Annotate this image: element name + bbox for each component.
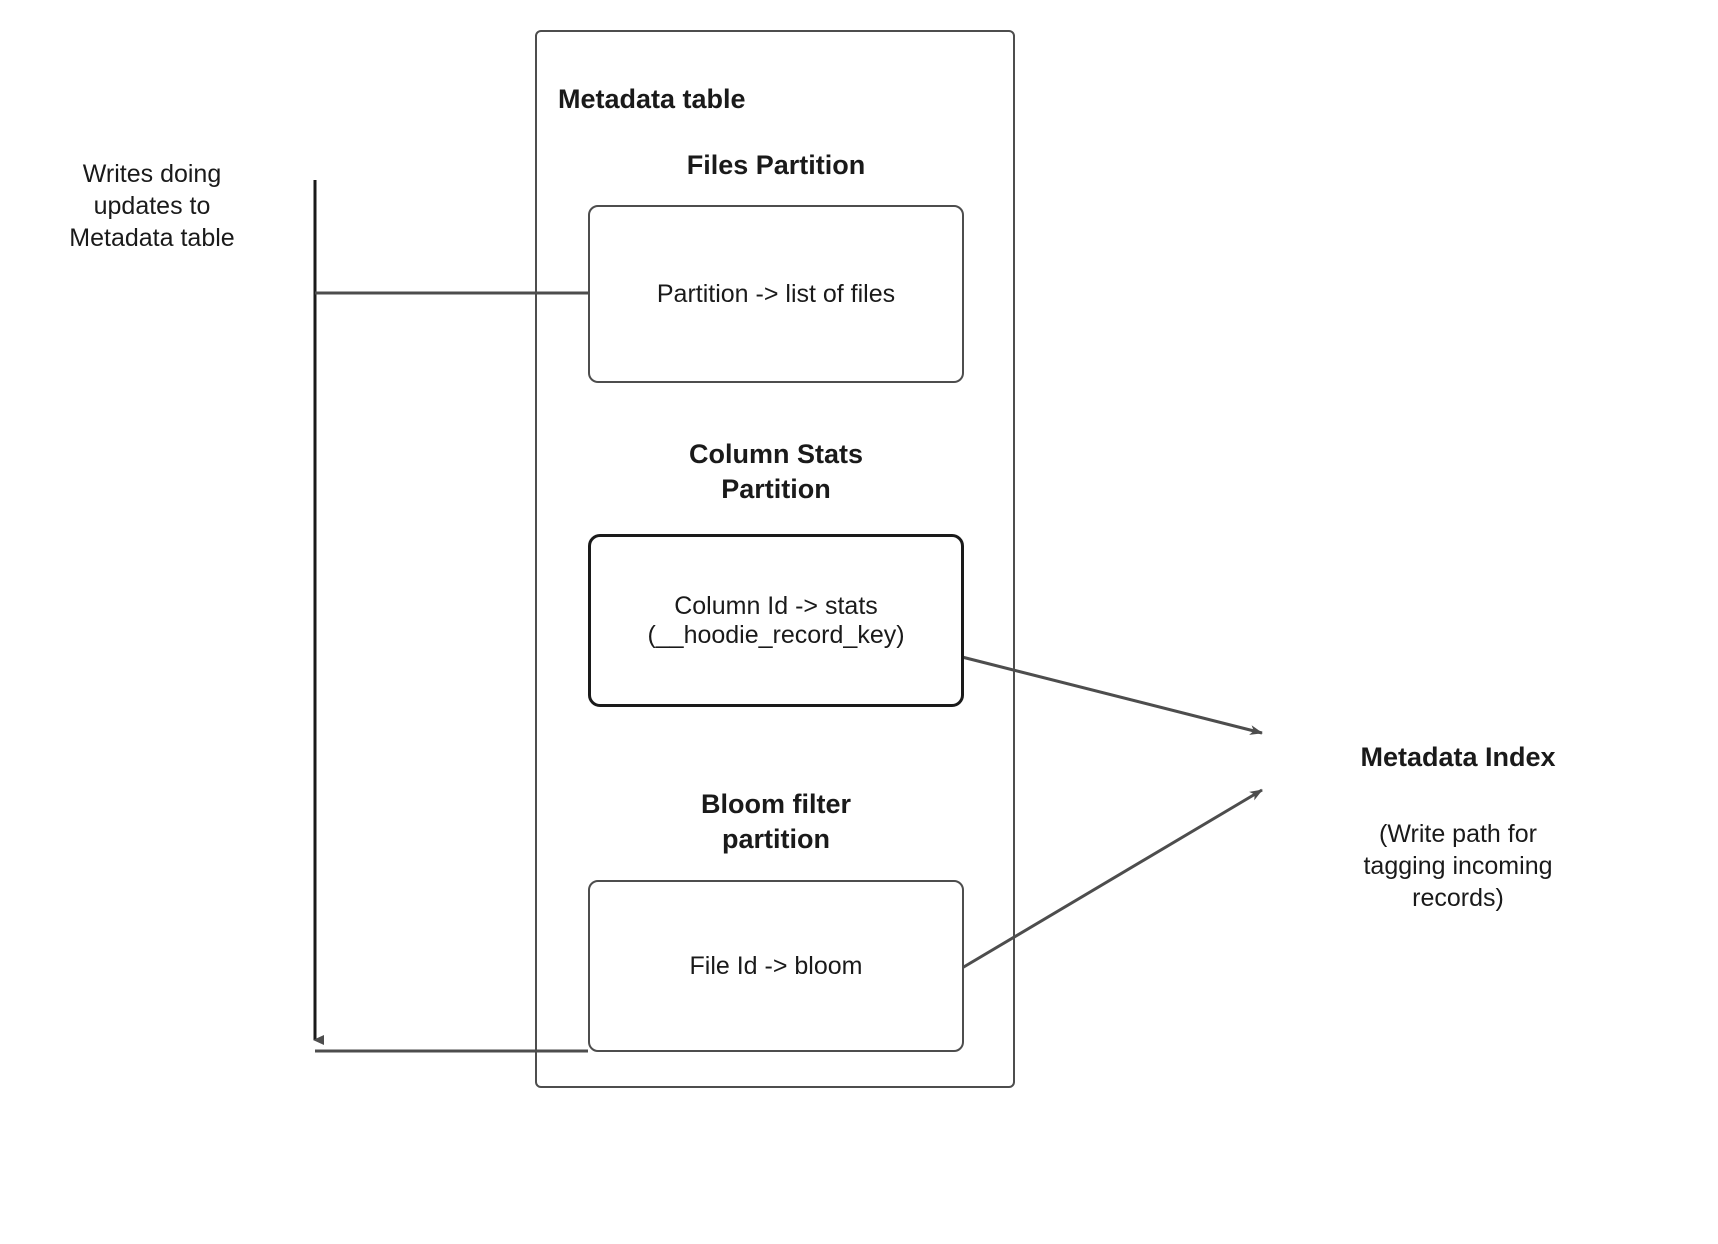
metadata-table-container xyxy=(535,30,1015,1088)
files-partition-heading: Files Partition xyxy=(686,150,866,180)
metadata-table-label: Metadata table xyxy=(558,84,746,114)
bloom-filter-box-text: File Id -> bloom xyxy=(689,951,863,980)
files-partition-box-text: Partition -> list of files xyxy=(656,279,896,308)
metadata-index-caption: (Write path for tagging incoming records… xyxy=(1363,820,1553,912)
metadata-index-title: Metadata Index xyxy=(1360,742,1556,772)
column-stats-box-text: Column Id -> stats (__hoodie_record_key) xyxy=(647,591,905,649)
bloom-filter-partition-heading: Bloom filter partition xyxy=(700,789,851,854)
writes-note-label: Writes doing updates to Metadata table xyxy=(69,160,235,252)
files-partition-box[interactable]: Partition -> list of files xyxy=(588,205,964,383)
column-stats-partition-box[interactable]: Column Id -> stats (__hoodie_record_key) xyxy=(588,534,964,707)
bloom-filter-partition-box[interactable]: File Id -> bloom xyxy=(588,880,964,1052)
column-stats-partition-heading: Column Stats Partition xyxy=(688,439,863,504)
